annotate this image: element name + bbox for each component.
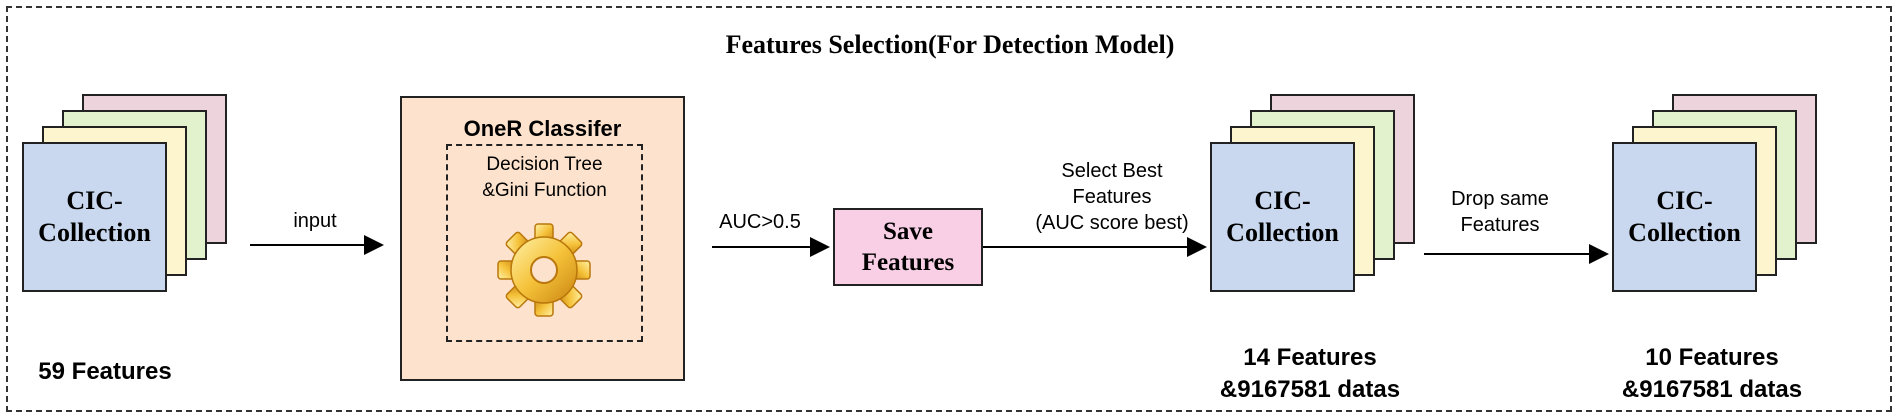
diagram-title: Features Selection(For Detection Model) bbox=[725, 30, 1175, 59]
stack3-caption: 10 Features &9167581 datas bbox=[1621, 344, 1803, 404]
edge-label-auc: AUC>0.5 bbox=[719, 211, 801, 233]
stack-label: CIC- Collection bbox=[1226, 185, 1339, 248]
edge-label-drop: Drop same Features bbox=[1451, 188, 1549, 236]
diagram-frame bbox=[6, 6, 1892, 412]
stack-label: CIC- Collection bbox=[38, 185, 151, 248]
sheet-front: CIC- Collection bbox=[1210, 142, 1355, 292]
cic-collection-input-stack: CIC- Collection bbox=[22, 94, 232, 292]
edge-label-input: input bbox=[293, 210, 337, 232]
sheet-front: CIC- Collection bbox=[1612, 142, 1757, 292]
save-features-label: Save Features bbox=[861, 217, 955, 276]
gear-icon bbox=[497, 223, 591, 317]
decision-tree-box: Decision Tree &Gini Function bbox=[446, 144, 643, 342]
classifier-title: OneR Classifer bbox=[463, 116, 622, 141]
stack-label: CIC- Collection bbox=[1628, 185, 1741, 248]
sheet-front: CIC- Collection bbox=[22, 142, 167, 292]
oner-classifier-box: OneR Classifer Decision Tree &Gini Funct… bbox=[400, 96, 685, 381]
decision-tree-label: Decision Tree &Gini Function bbox=[482, 154, 607, 201]
stack2-caption: 14 Features &9167581 datas bbox=[1219, 344, 1401, 404]
stack1-caption: 59 Features bbox=[38, 358, 172, 385]
edge-label-select: Select Best Features (AUC score best) bbox=[1035, 160, 1189, 234]
cic-collection-final-stack: CIC- Collection bbox=[1612, 94, 1822, 292]
cic-collection-selected-stack: CIC- Collection bbox=[1210, 94, 1420, 292]
save-features-box: Save Features bbox=[833, 208, 983, 286]
